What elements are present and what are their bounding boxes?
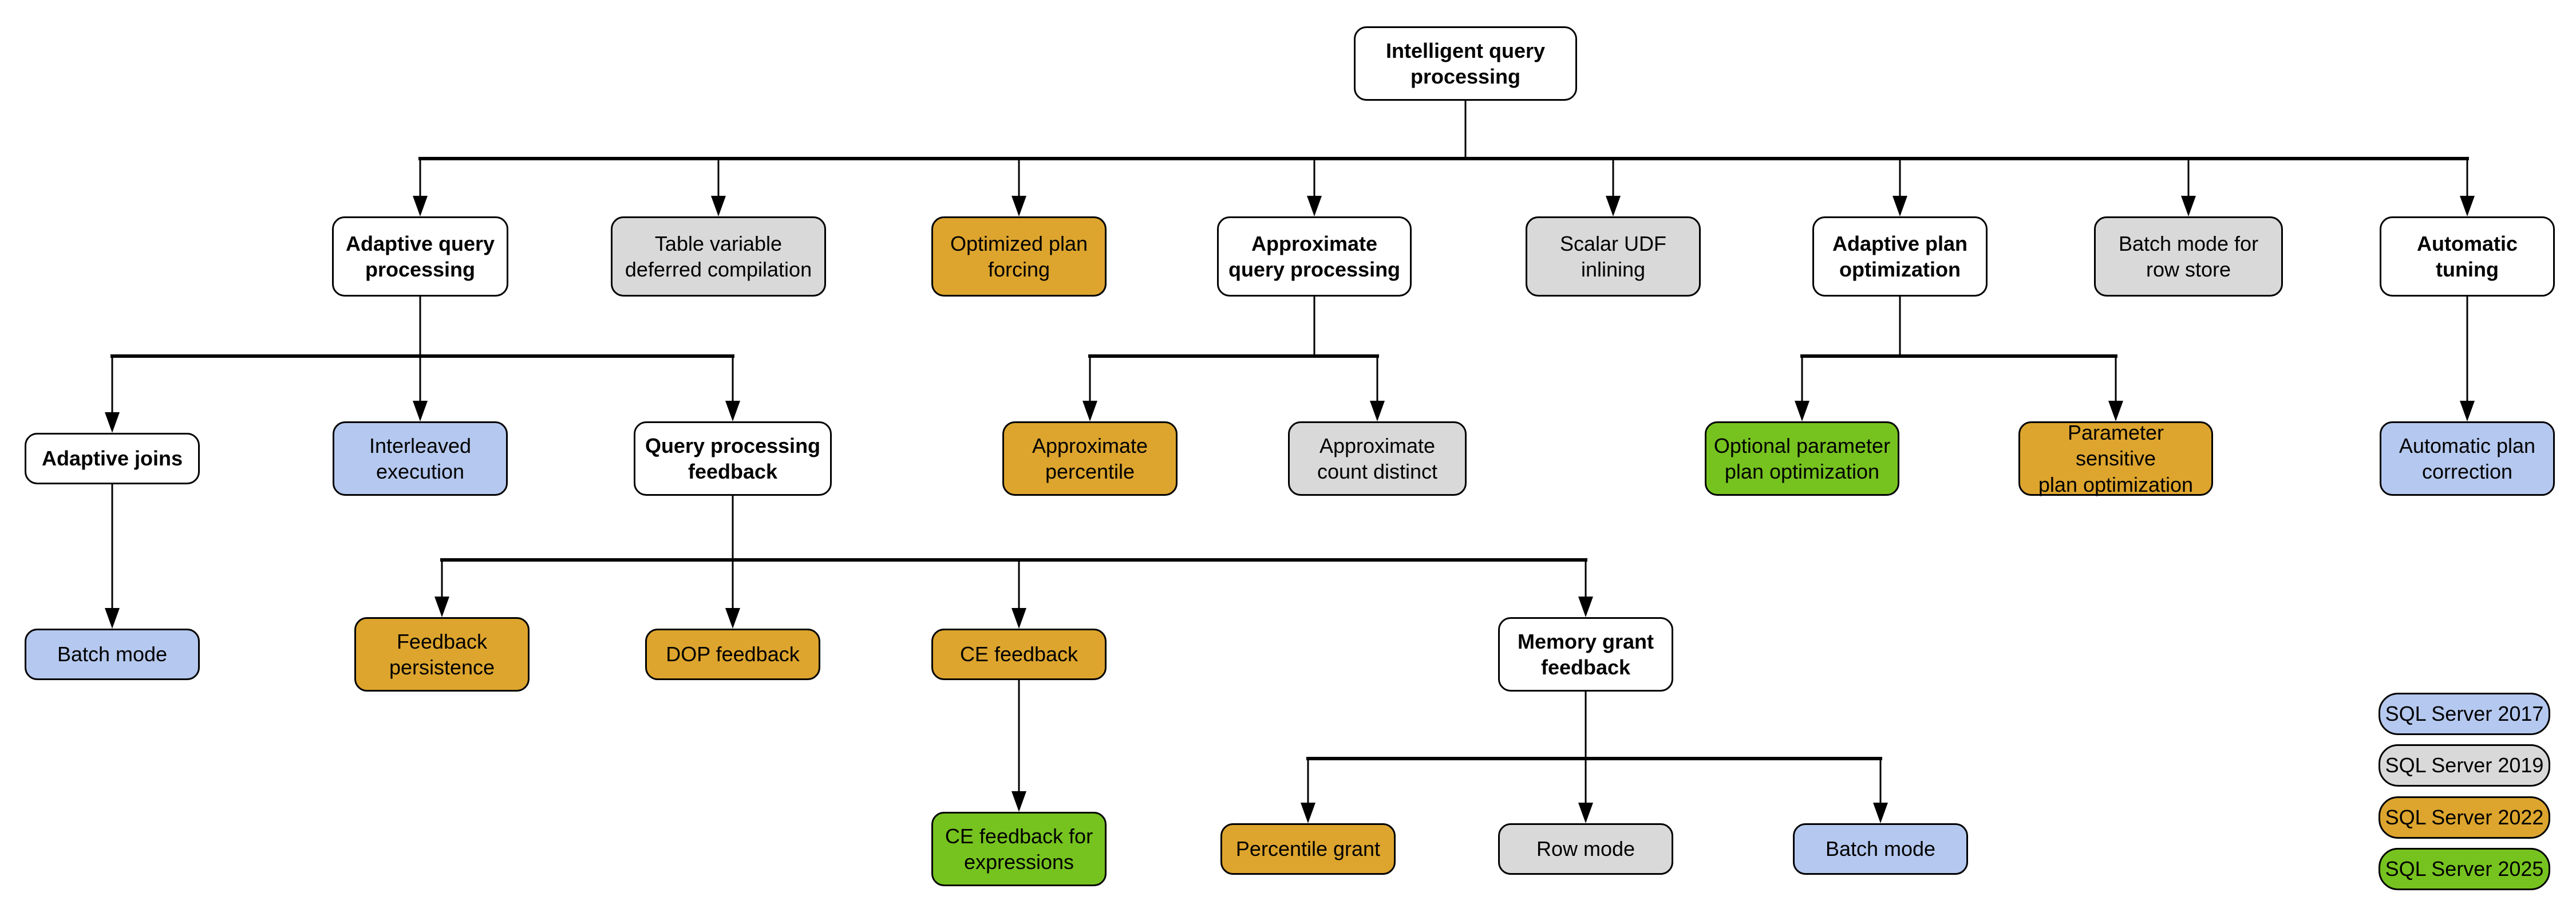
node-acd: Approximate count distinct xyxy=(1288,421,1467,496)
node-aqproc: Approximate query processing xyxy=(1217,216,1412,297)
node-root: Intelligent query processing xyxy=(1354,26,1577,101)
node-aqp: Adaptive query processing xyxy=(332,216,508,297)
node-pg: Percentile grant xyxy=(1220,823,1396,875)
legend-item-sql-server-2025: SQL Server 2025 xyxy=(2379,848,2550,890)
legend-item-sql-server-2017: SQL Server 2017 xyxy=(2379,693,2550,735)
node-bmrs: Batch mode for row store xyxy=(2094,216,2283,297)
node-apc: Automatic plan correction xyxy=(2380,421,2555,496)
node-oppo: Optional parameter plan optimization xyxy=(1705,421,1899,496)
node-fp: Feedback persistence xyxy=(354,617,530,692)
legend-item-sql-server-2019: SQL Server 2019 xyxy=(2379,744,2550,787)
node-qpf: Query processing feedback xyxy=(634,421,832,496)
node-at: Automatic tuning xyxy=(2380,216,2555,297)
node-bm2: Batch mode xyxy=(1793,823,1968,875)
node-cef: CE feedback xyxy=(931,629,1107,680)
legend-item-sql-server-2022: SQL Server 2022 xyxy=(2379,796,2550,839)
node-ap: Approximate percentile xyxy=(1002,421,1178,496)
node-aj: Adaptive joins xyxy=(25,433,200,484)
node-bm1: Batch mode xyxy=(25,629,200,680)
node-ie: Interleaved execution xyxy=(333,421,508,496)
node-apo: Adaptive plan optimization xyxy=(1812,216,1988,297)
node-rm: Row mode xyxy=(1498,823,1673,875)
node-opf: Optimized plan forcing xyxy=(931,216,1107,297)
node-tvdc: Table variable deferred compilation xyxy=(611,216,826,297)
node-cefe: CE feedback for expressions xyxy=(931,812,1107,886)
node-mgf: Memory grant feedback xyxy=(1498,617,1673,692)
node-pspo: Parameter sensitive plan optimization xyxy=(2018,421,2213,496)
node-sudf: Scalar UDF inlining xyxy=(1526,216,1701,297)
node-dop: DOP feedback xyxy=(645,629,820,680)
